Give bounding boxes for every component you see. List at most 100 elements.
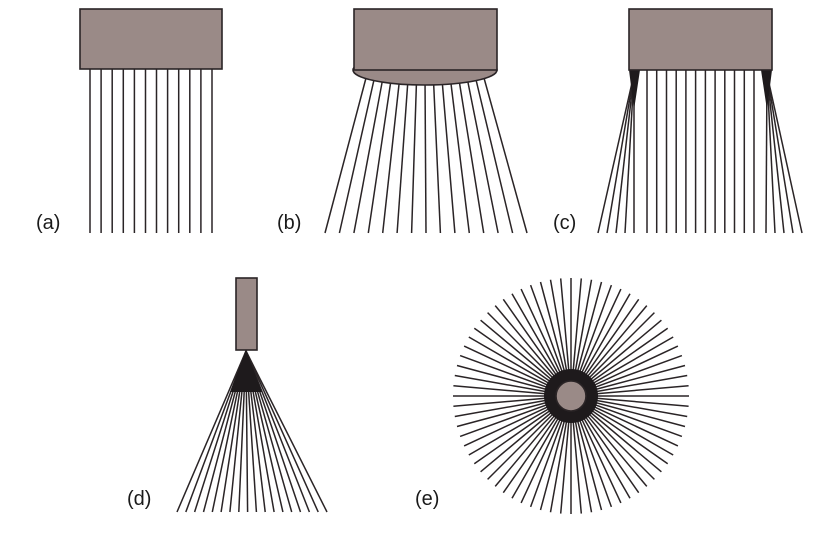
panel-e-ray bbox=[579, 406, 648, 487]
panel-b-source-block bbox=[353, 8, 498, 71]
panel-c-ray bbox=[766, 73, 776, 234]
panel-e-ray bbox=[473, 327, 560, 389]
panel-e-ray bbox=[559, 278, 571, 383]
panel-b-ray bbox=[353, 77, 384, 234]
panel-e-ray bbox=[487, 312, 562, 387]
panel-e-ray bbox=[582, 336, 674, 390]
panel-e-ray bbox=[572, 409, 593, 513]
panel-a-rays bbox=[89, 69, 213, 233]
panel-e-ray bbox=[576, 408, 622, 504]
panel-e-ray bbox=[487, 405, 562, 480]
panel-e-ray bbox=[575, 408, 613, 508]
panel-d-ray bbox=[245, 350, 328, 513]
panel-e-ray bbox=[572, 279, 593, 383]
panel-e-ray bbox=[539, 409, 569, 511]
panel-e-ray bbox=[549, 409, 570, 513]
panel-c-label: (c) bbox=[553, 212, 576, 234]
panel-e-ray bbox=[578, 298, 640, 385]
panel-e-ray bbox=[494, 305, 563, 386]
panel-e-ray bbox=[584, 384, 689, 396]
panel-e-ray bbox=[539, 281, 569, 383]
panel-e-ray bbox=[529, 284, 567, 384]
panel-c-parallel-with-diverging-edges: (c) bbox=[553, 8, 803, 234]
panel-e-ray bbox=[584, 374, 688, 395]
panel-b-ray bbox=[441, 77, 456, 234]
panel-e-ray bbox=[456, 364, 558, 394]
panel-b-ray bbox=[367, 77, 393, 234]
panel-e-ray bbox=[582, 402, 674, 456]
panel-e-ray bbox=[581, 319, 662, 388]
panel-e-ray bbox=[459, 354, 559, 392]
panel-c-ray bbox=[624, 73, 635, 234]
panel-a-source-block bbox=[79, 8, 223, 70]
panel-e-ray bbox=[520, 408, 566, 504]
panel-b-diverging-beam: (b) bbox=[277, 8, 528, 234]
panel-e-ray bbox=[480, 319, 561, 388]
panel-e-ray bbox=[494, 406, 563, 487]
panel-e-ray bbox=[584, 398, 686, 428]
panel-b-ray bbox=[396, 77, 409, 234]
panel-d-ray bbox=[176, 350, 247, 513]
panel-e-ray bbox=[582, 327, 669, 389]
panel-e-ray bbox=[580, 312, 655, 387]
panel-e-ray bbox=[502, 407, 564, 494]
panel-e-ray bbox=[459, 400, 559, 438]
panel-e-ray bbox=[584, 396, 689, 408]
panel-e-ray bbox=[480, 404, 561, 473]
panel-d-convergence bbox=[230, 350, 262, 392]
panel-e-ray bbox=[468, 336, 560, 390]
panel-e-ray bbox=[520, 288, 566, 384]
panel-a-label: (a) bbox=[36, 212, 60, 234]
panel-e-ray bbox=[583, 400, 683, 438]
panel-e-ray bbox=[456, 398, 558, 428]
panel-e-ray bbox=[511, 407, 565, 499]
panel-e-ray bbox=[584, 397, 688, 418]
panel-e-ray bbox=[578, 407, 640, 494]
panel-e-ray bbox=[571, 278, 583, 383]
panel-b-rays bbox=[324, 77, 528, 234]
panel-c-ray bbox=[766, 73, 785, 234]
panel-e-ray bbox=[549, 279, 570, 383]
panel-e-ray bbox=[511, 293, 565, 385]
panel-e-ray bbox=[580, 405, 655, 480]
panel-b-label: (b) bbox=[277, 212, 301, 234]
panel-c-ray bbox=[766, 73, 794, 234]
panel-e-ray bbox=[463, 401, 559, 447]
panel-d-ray bbox=[245, 350, 319, 513]
panel-b-ray bbox=[457, 77, 485, 234]
panel-d-label: (d) bbox=[127, 488, 151, 510]
panel-e-ray bbox=[473, 403, 560, 465]
panel-b-ray bbox=[338, 77, 376, 234]
panel-e-ray bbox=[579, 305, 648, 386]
panel-e-ray bbox=[584, 364, 686, 394]
panel-e-ray bbox=[577, 407, 631, 499]
panel-b-ray bbox=[449, 77, 471, 234]
panel-e-label: (e) bbox=[415, 488, 439, 510]
panel-e-ray bbox=[573, 281, 603, 383]
panel-e-ray bbox=[502, 298, 564, 385]
panel-b-ray bbox=[381, 77, 401, 234]
panel-e-ray bbox=[577, 293, 631, 385]
panel-e-ray bbox=[454, 397, 558, 418]
panel-b-ray bbox=[432, 77, 442, 234]
panel-e-ray bbox=[463, 345, 559, 391]
panel-c-ray bbox=[597, 73, 635, 234]
panel-e-ray bbox=[575, 284, 613, 384]
panel-e-rays bbox=[453, 278, 689, 514]
panel-c-source-block bbox=[628, 8, 773, 71]
panel-e-ray bbox=[571, 409, 583, 514]
panel-b-ray bbox=[466, 77, 499, 234]
panel-e-isotropic-source: (e) bbox=[415, 278, 689, 514]
panel-e-ray bbox=[576, 288, 622, 384]
panel-b-ray bbox=[474, 77, 514, 234]
panel-d-fan-beam: (d) bbox=[127, 277, 328, 513]
panel-c-ray bbox=[766, 73, 803, 234]
panel-c-right-convergence bbox=[761, 70, 772, 110]
panel-e-ray bbox=[453, 384, 558, 396]
panel-e-ray bbox=[454, 374, 558, 395]
panel-d-source-block bbox=[235, 277, 258, 351]
panel-e-ray bbox=[559, 409, 571, 514]
panel-b-ray bbox=[324, 77, 367, 234]
panel-e-ray bbox=[582, 403, 669, 465]
